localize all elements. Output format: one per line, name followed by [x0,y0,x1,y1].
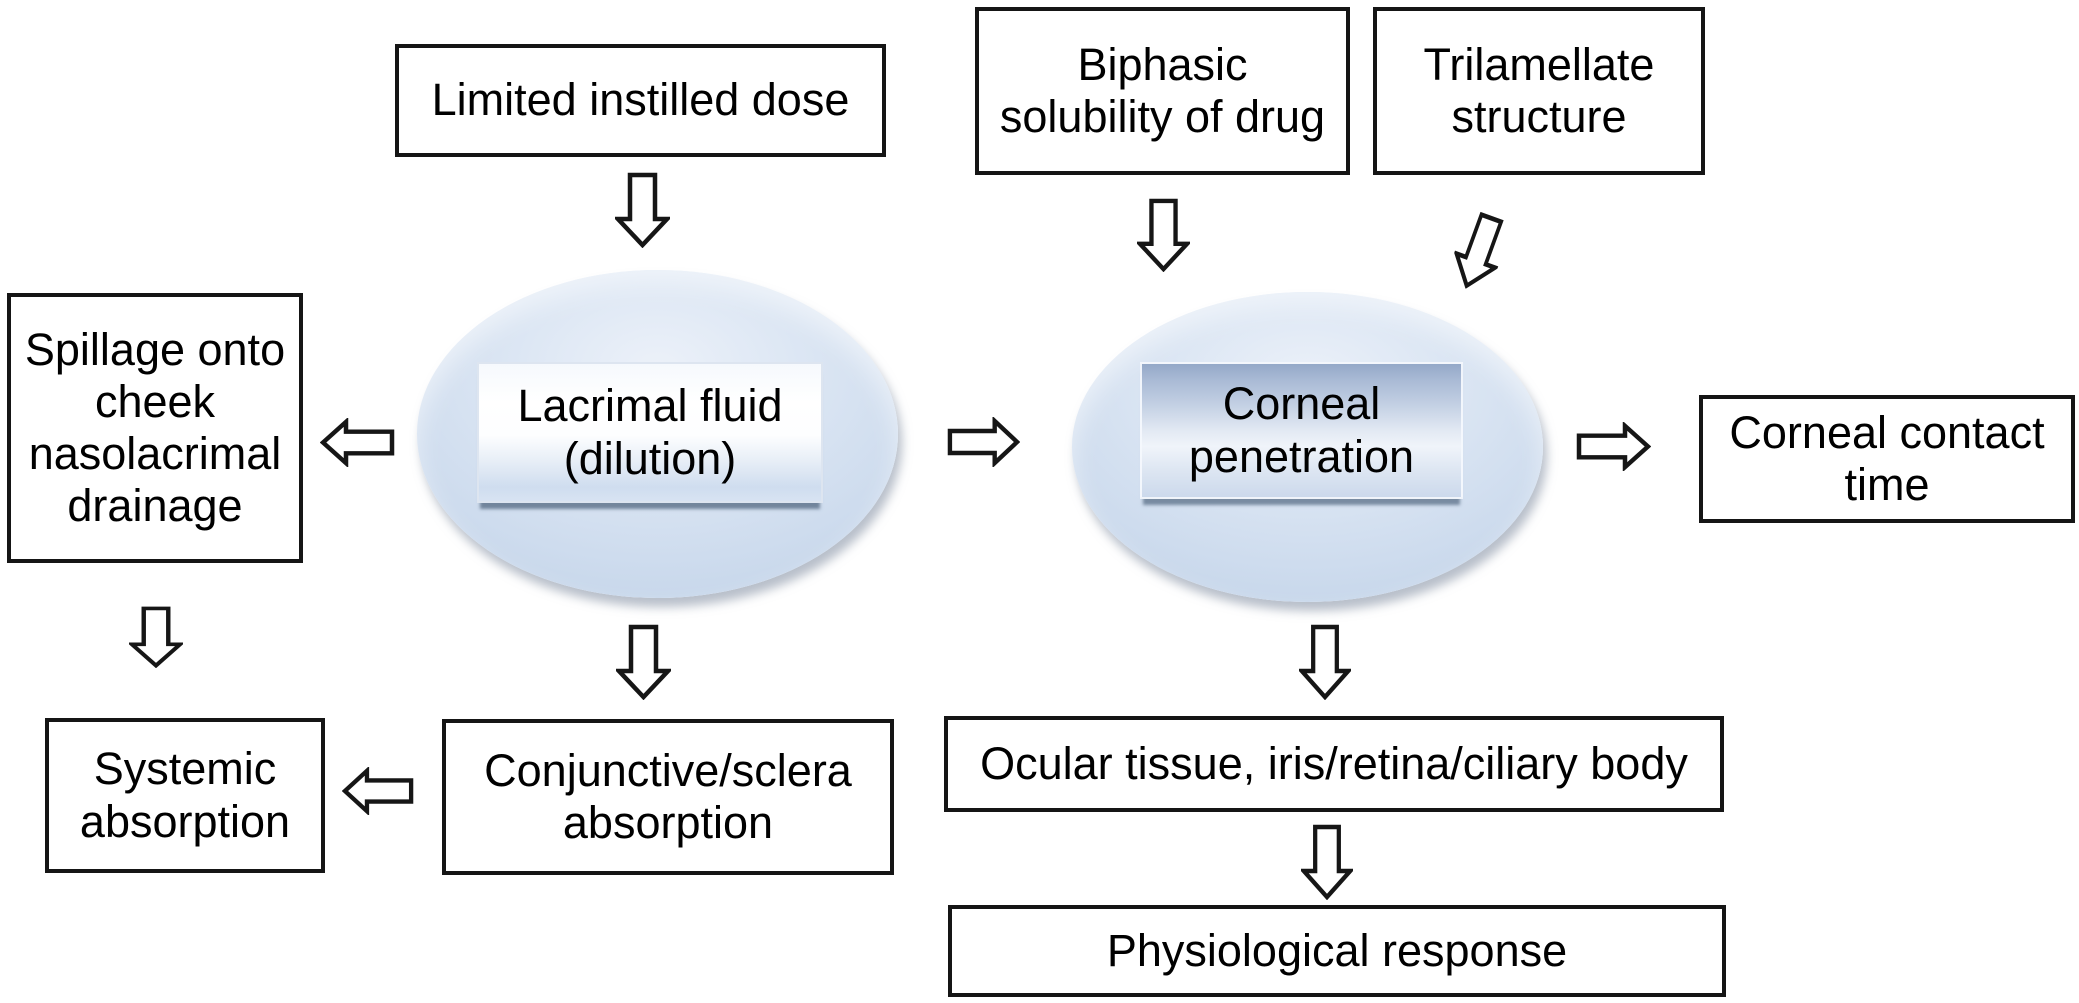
node-label: Corneal contact time [1729,406,2045,510]
node-label: Physiological response [1106,924,1568,976]
node-systemic-absorption: Systemic absorption [45,718,325,873]
node-label: Limited instilled dose [431,74,850,126]
node-label: Spillage onto cheek nasolacrimal drainag… [24,323,286,532]
node-label: Trilamellate structure [1423,38,1655,142]
node-physiological-response: Physiological response [948,905,1726,997]
node-limited-instilled-dose: Limited instilled dose [395,44,886,157]
arrow-corneal-to-ocular-tissue-icon [1299,624,1351,700]
node-lacrimal-fluid: Lacrimal fluid (dilution) [477,362,823,503]
arrow-spillage-to-systemic-icon [129,606,183,668]
node-corneal-contact-time: Corneal contact time [1699,395,2075,523]
node-spillage-drainage: Spillage onto cheek nasolacrimal drainag… [7,293,303,563]
arrow-conjunctive-to-systemic-icon [342,767,414,815]
arrow-lacrimal-to-spillage-icon [320,418,395,467]
arrow-lacrimal-to-conjunctive-icon [616,624,671,700]
node-label: Ocular tissue, iris/retina/ciliary body [980,737,1688,789]
node-label: Systemic absorption [79,743,291,847]
arrow-ocular-to-physiological-icon [1301,824,1353,900]
node-label: Lacrimal fluid (dilution) [517,380,783,484]
node-corneal-penetration: Corneal penetration [1140,362,1463,499]
node-label: Corneal penetration [1188,378,1415,482]
node-ocular-tissue: Ocular tissue, iris/retina/ciliary body [944,716,1724,812]
node-conjunctive-sclera-absorption: Conjunctive/sclera absorption [442,719,894,875]
arrow-trilamellate-to-corneal-icon [1444,207,1514,296]
arrow-corneal-to-contact-time-icon [1576,422,1651,471]
node-trilamellate-structure: Trilamellate structure [1373,7,1705,175]
node-biphasic-solubility: Biphasic solubility of drug [975,7,1350,175]
arrow-lacrimal-to-corneal-icon [947,417,1020,467]
node-label: Conjunctive/sclera absorption [484,744,852,848]
arrow-limited-dose-to-lacrimal-icon [615,172,670,248]
node-label: Biphasic solubility of drug [999,38,1326,142]
arrow-biphasic-to-corneal-icon [1137,198,1190,272]
